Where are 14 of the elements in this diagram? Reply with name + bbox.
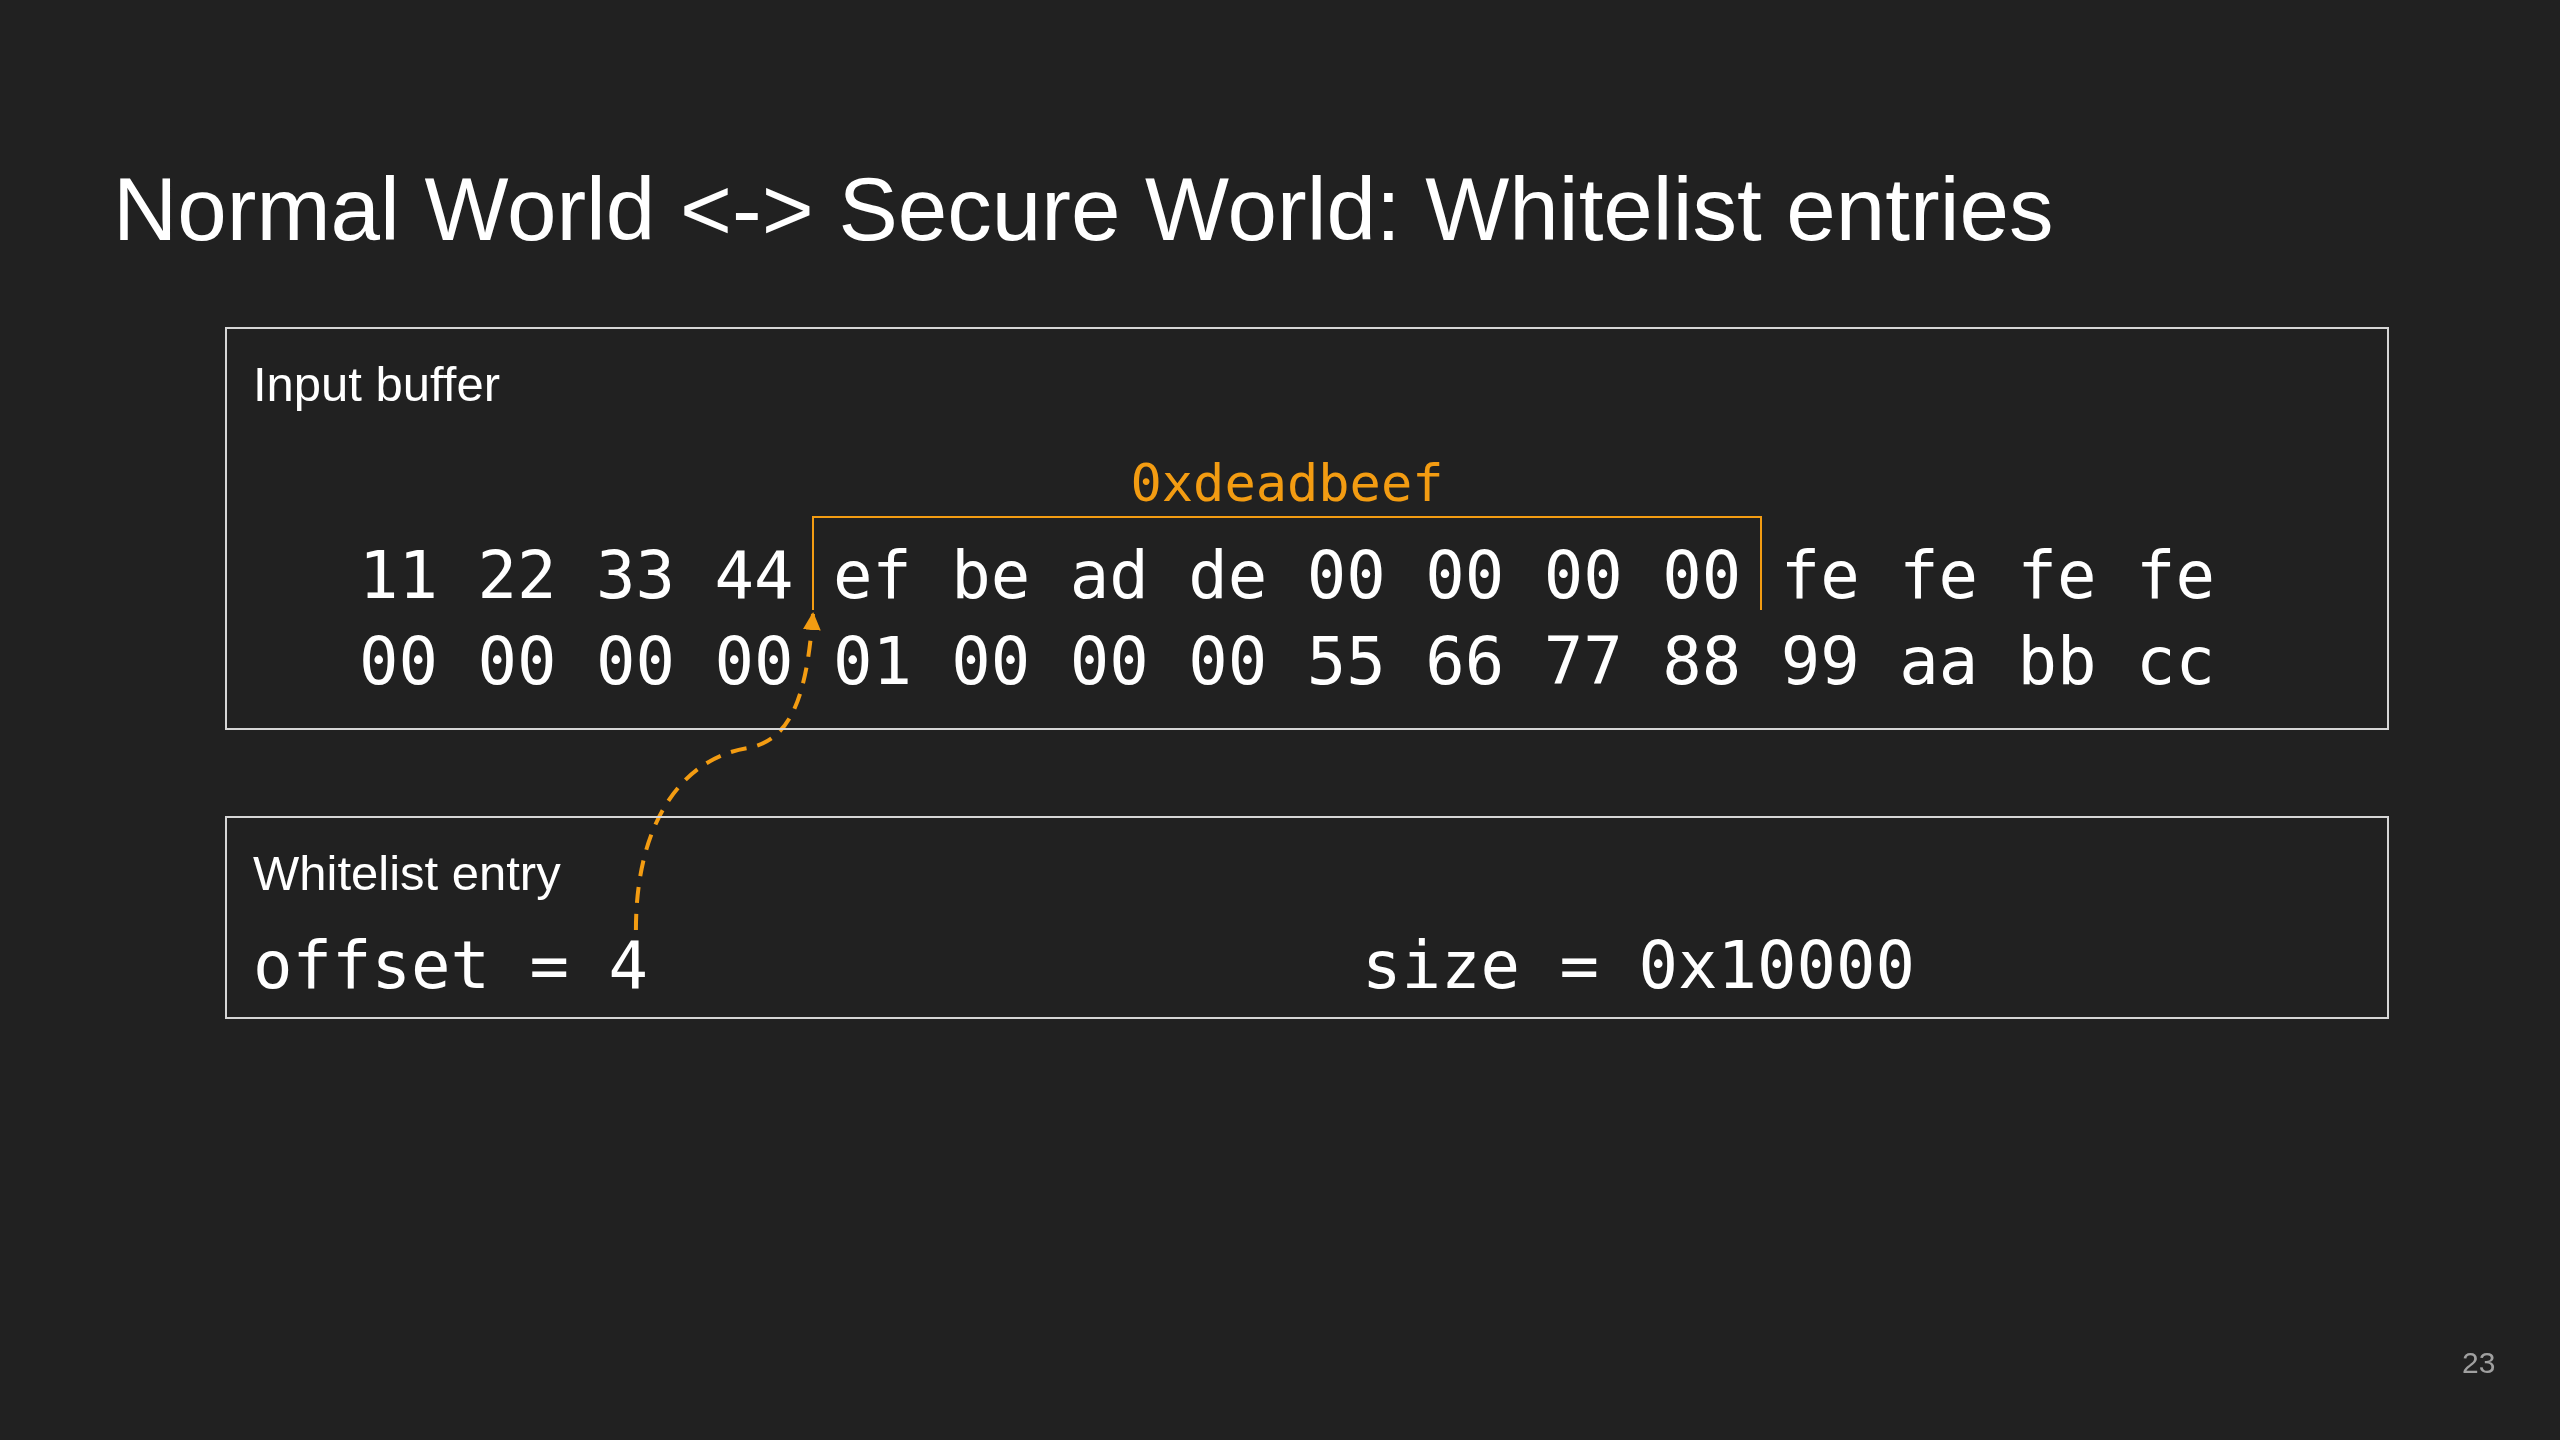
hex-bytes: ef be ad de 00 00 00 00 (832, 542, 1742, 608)
value-label: 0xdeadbeef (1130, 457, 1444, 509)
buffer-panel (225, 327, 2389, 730)
entry-panel (225, 816, 2389, 1019)
dashed-arrow (633, 611, 821, 931)
slide-title: Normal World <-> Secure World: Whitelist entries (113, 165, 2054, 254)
page-number: 23 (2462, 1345, 2496, 1381)
hex-bytes-row: 00 00 00 00 01 00 00 00 55 66 77 88 99 aa bb cc (359, 628, 2216, 694)
offset-text: offset = 4 (253, 932, 648, 998)
hex-bytes-row: 11 22 33 44 (359, 542, 794, 608)
size-text: size = 0x10000 (1362, 932, 1915, 998)
box-heading: Whitelist entry (253, 845, 561, 902)
box-heading: Input buffer (253, 356, 500, 413)
hex-bytes-row: fe fe fe fe (1780, 542, 2216, 608)
